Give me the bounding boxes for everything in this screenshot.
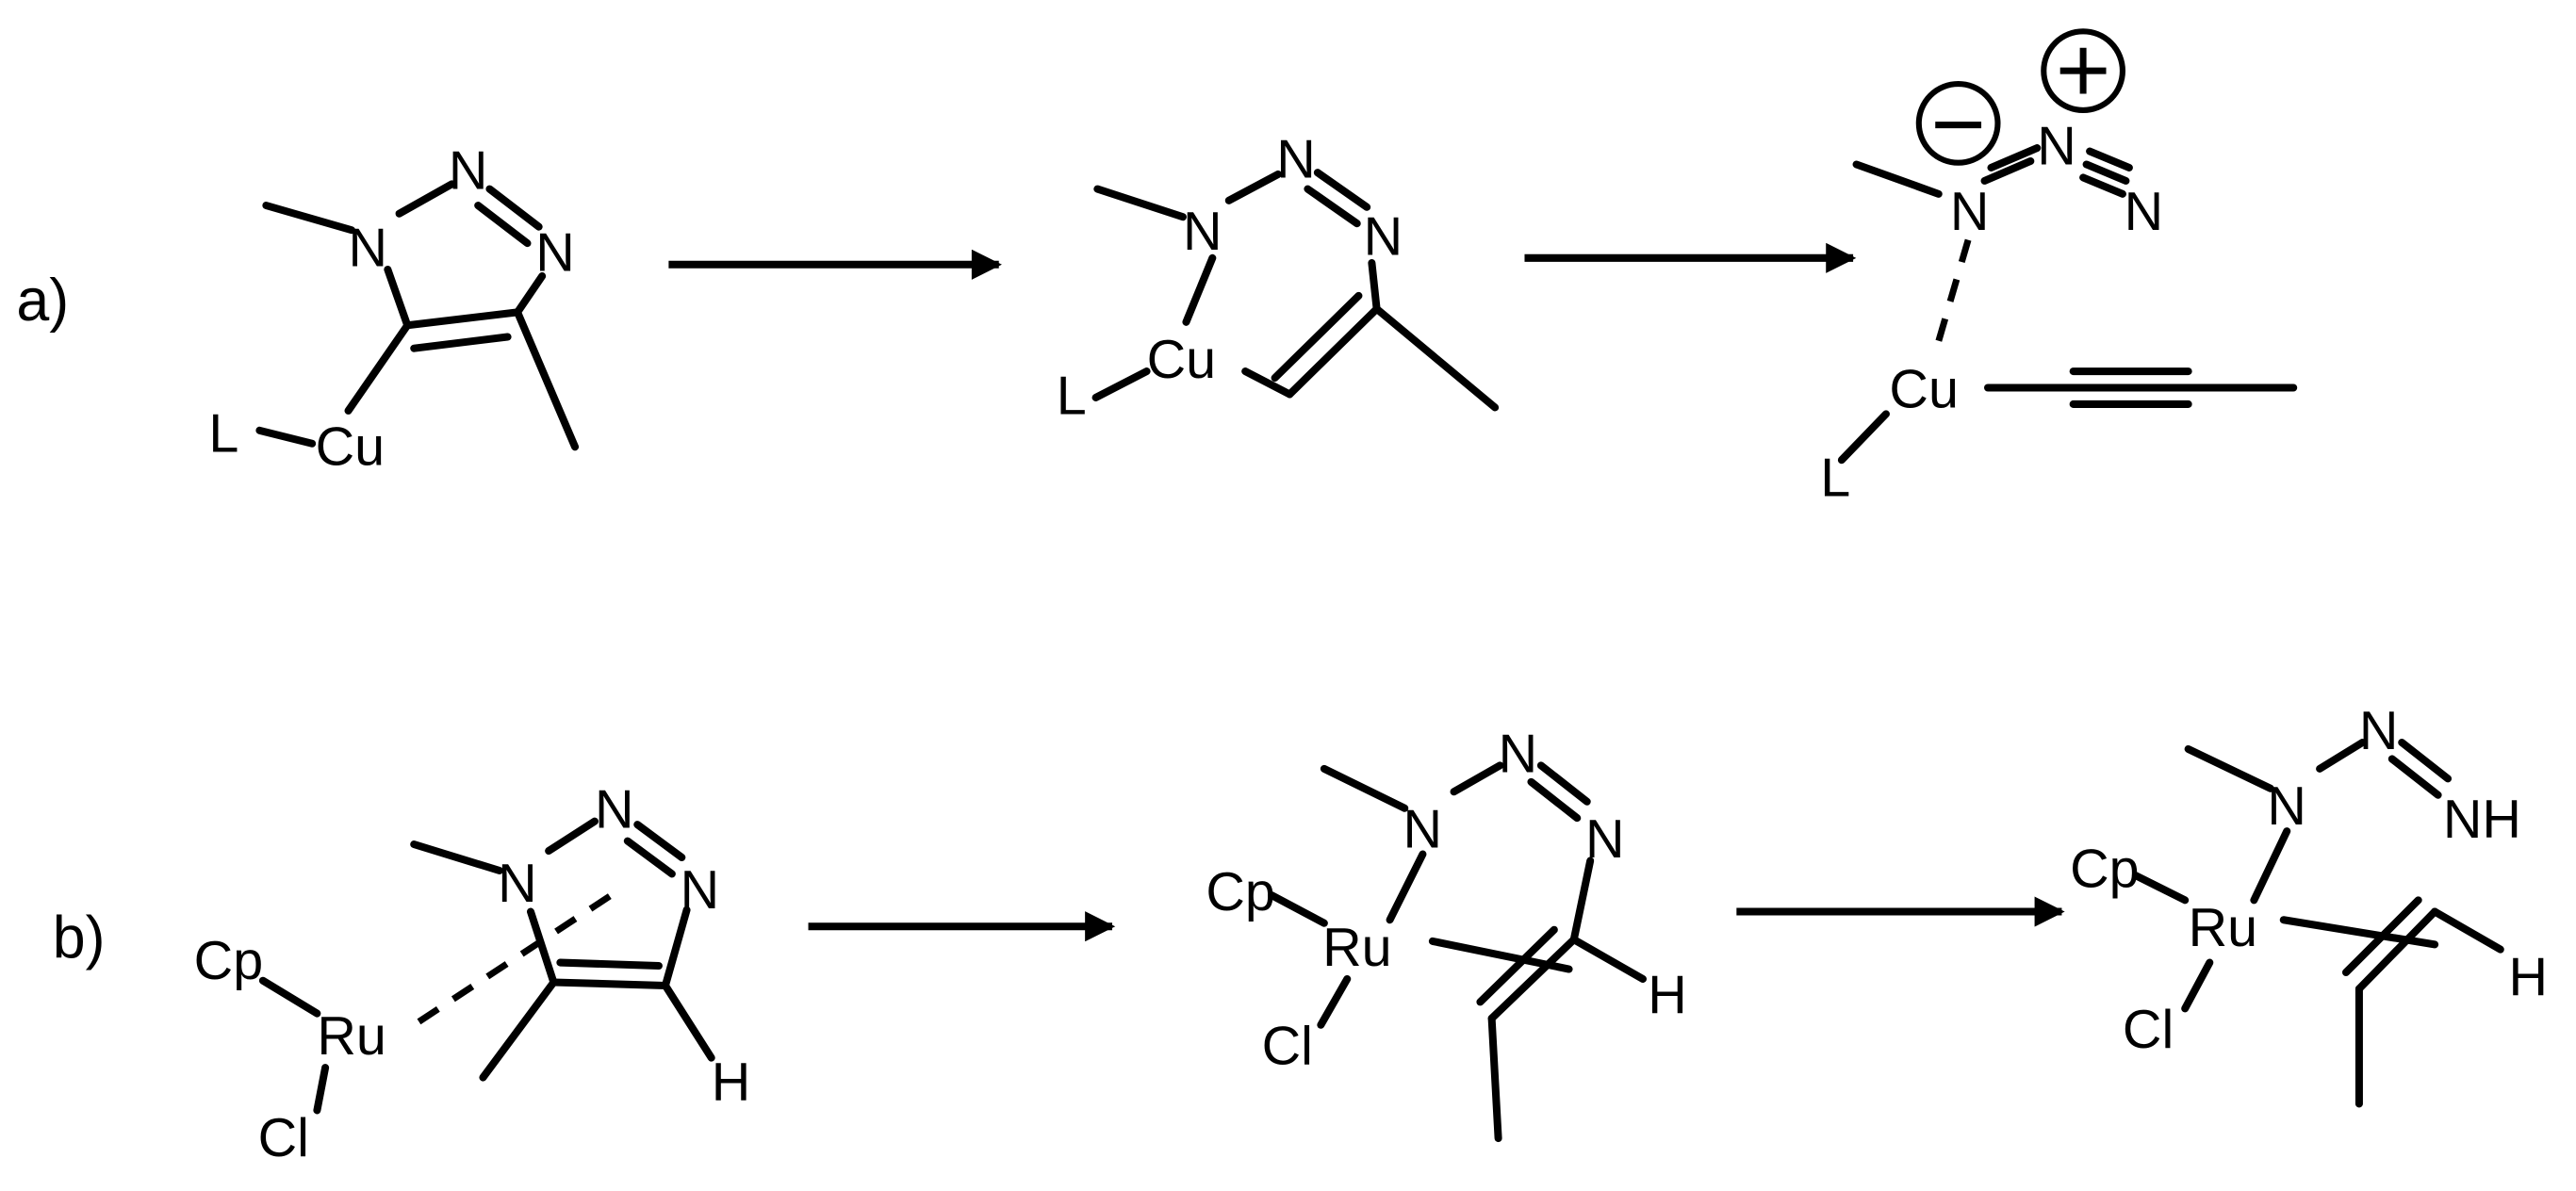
- negative-charge-circle: [1915, 81, 2001, 166]
- atom-cu: Cu: [1147, 330, 1217, 390]
- atom-cl: Cl: [2123, 1000, 2174, 1060]
- atom-cu: Cu: [1889, 359, 1959, 419]
- atom-nh: NH: [2443, 790, 2521, 850]
- atom-cl: Cl: [1262, 1017, 1313, 1077]
- atom-n: N: [1499, 724, 1538, 784]
- panel-label-a: a): [16, 268, 69, 334]
- atom-n: N: [595, 780, 634, 840]
- atom-cp: Cp: [1206, 862, 1275, 922]
- atom-ru: Ru: [317, 1006, 386, 1067]
- atom-ligand-l: L: [1057, 366, 1087, 426]
- atom-n: N: [535, 223, 575, 284]
- atom-ru: Ru: [1322, 918, 1392, 978]
- atom-n: N: [681, 860, 720, 921]
- atom-cp: Cp: [2070, 839, 2140, 899]
- atom-n: N: [2125, 182, 2164, 242]
- atom-n: N: [498, 854, 537, 914]
- panel-b-step2-intermediate: N N N Cp Ru Cl H: [1206, 724, 1687, 1143]
- atom-n: N: [1183, 202, 1222, 262]
- atom-ru: Ru: [2189, 898, 2258, 958]
- atom-cp: Cp: [194, 931, 264, 991]
- atom-n: N: [2037, 116, 2076, 176]
- atom-cu: Cu: [316, 416, 386, 477]
- atom-n: N: [349, 219, 388, 279]
- panel-b-step1-complex: N N N Cp Ru Cl H: [194, 780, 751, 1169]
- atom-cl: Cl: [258, 1108, 309, 1168]
- atom-n: N: [2267, 776, 2306, 837]
- atom-n: N: [2359, 701, 2399, 761]
- atom-h: H: [712, 1052, 751, 1113]
- atom-n: N: [1364, 206, 1403, 267]
- atom-n: N: [1403, 800, 1443, 860]
- atom-n: N: [449, 141, 488, 202]
- panel-a-step3-dissociated: N N N L Cu: [1820, 28, 2298, 509]
- atom-n: N: [1276, 129, 1316, 189]
- panel-b-step3-product-complex: N N NH Cp Ru Cl H: [2070, 701, 2549, 1108]
- atom-n: N: [1950, 182, 1990, 242]
- atom-h: H: [2509, 947, 2549, 1007]
- atom-ligand-l: L: [208, 403, 238, 464]
- atom-h: H: [1648, 966, 1687, 1026]
- panel-a-step2-intermediate: N N N L Cu: [1057, 129, 1500, 426]
- panel-label-b: b): [53, 905, 106, 971]
- atom-n: N: [1585, 809, 1625, 870]
- positive-charge-circle: [2041, 28, 2125, 113]
- atom-ligand-l: L: [1820, 449, 1850, 509]
- panel-a-step1-triazolide: N N N L Cu: [208, 141, 580, 477]
